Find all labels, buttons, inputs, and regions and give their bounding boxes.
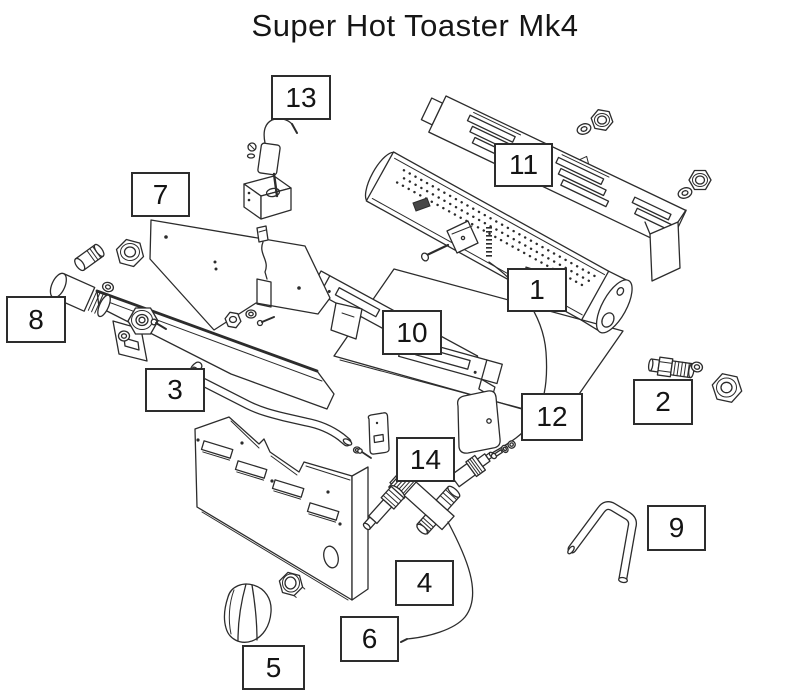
igniter-drawing [243,117,298,280]
callout-box-5: 5 [242,645,305,690]
igniter-lead-wire [261,241,268,280]
valve-sensor-drawing [450,451,495,488]
callout-box-14: 14 [396,437,455,482]
diagram-title: Super Hot Toaster Mk4 [251,8,579,43]
callout-box-10: 10 [382,310,442,355]
valve-lead-wire [406,521,474,640]
callout-box-2: 2 [633,379,693,425]
control-knob-drawing [223,583,272,643]
front-panel-drawing [194,416,369,601]
callout-box-9: 9 [647,505,706,551]
knob-nut-drawing [278,571,306,598]
callout-box-7: 7 [131,172,190,217]
callout-box-3: 3 [145,368,205,412]
gas-valve-drawing [362,440,516,643]
callout-box-12: 12 [521,393,583,441]
callout-box-1: 1 [507,268,567,312]
rear-bracket-drawing [420,95,687,282]
handle-drawing [567,501,637,584]
callout-box-4: 4 [395,560,454,606]
callout-box-13: 13 [271,75,331,120]
callout-box-6: 6 [340,616,399,662]
thermocouple-drawing [420,220,548,464]
callout-box-11: 11 [494,143,553,187]
injector-fitting-drawing [647,356,743,403]
callout-box-8: 8 [6,296,66,343]
bracket-nut-washer-set [576,109,712,199]
valve-screw-set-drawing [490,440,516,460]
